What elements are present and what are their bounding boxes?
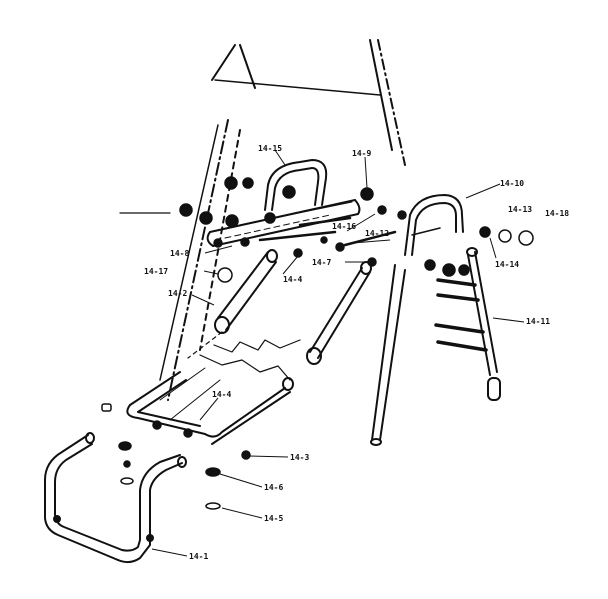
leader-lines	[151, 149, 525, 557]
label-14-5: 14-5	[264, 514, 283, 523]
part-labels: 14-15 14-9 14-10 14-13 14-18 14-16 14-12…	[144, 144, 569, 561]
label-14-14: 14-14	[495, 260, 519, 269]
top-handle-14-15	[264, 159, 328, 211]
label-14-9: 14-9	[352, 149, 371, 158]
label-14-16: 14-16	[332, 222, 356, 231]
label-14-18: 14-18	[545, 209, 569, 218]
label-14-13: 14-13	[508, 205, 532, 214]
hardware-parts	[118, 176, 491, 477]
hardware-caps	[101, 229, 534, 510]
label-14-10: 14-10	[500, 179, 524, 188]
bottom-frame-14-1	[44, 432, 187, 564]
label-14-3: 14-3	[290, 453, 309, 462]
label-14-4-upper: 14-4	[283, 275, 302, 284]
label-14-15: 14-15	[258, 144, 282, 153]
swing-frame-legs	[159, 39, 406, 446]
label-14-4-lower: 14-4	[212, 390, 231, 399]
label-14-6: 14-6	[264, 483, 283, 492]
ladder-14-11	[434, 247, 501, 401]
slide-lower-section	[126, 354, 294, 445]
label-14-11: 14-11	[526, 317, 550, 326]
label-14-7: 14-7	[312, 258, 331, 267]
side-handle-14-10	[404, 194, 464, 256]
label-14-1: 14-1	[189, 552, 208, 561]
label-14-17: 14-17	[144, 267, 168, 276]
label-14-12: 14-12	[365, 229, 389, 238]
label-14-8: 14-8	[170, 249, 189, 258]
slide-bed-14-2	[187, 249, 372, 365]
label-14-2: 14-2	[168, 289, 187, 298]
